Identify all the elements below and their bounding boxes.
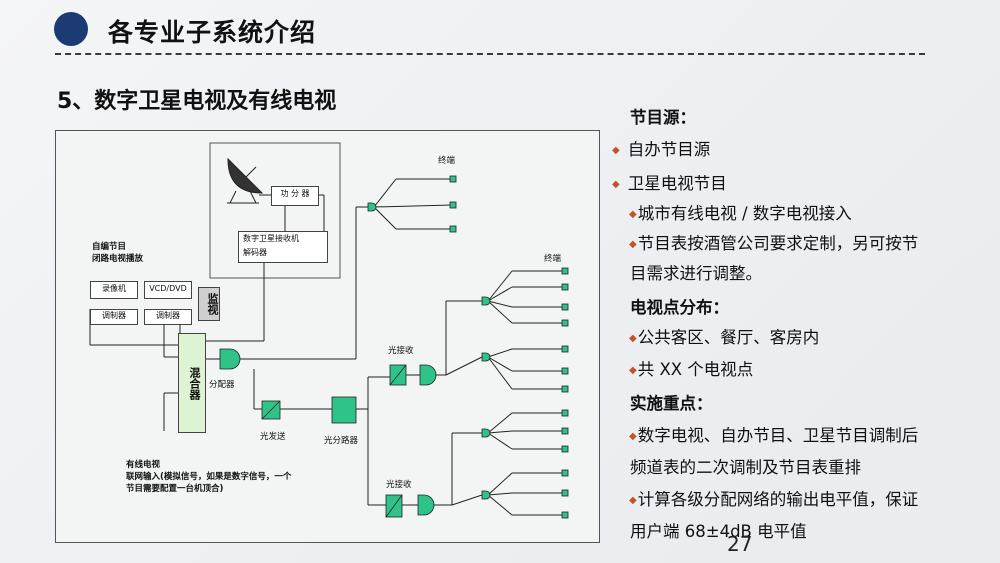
- optical-rx-label-2: 光接收: [386, 480, 412, 490]
- self-program-label-2: 闭路电视播放: [92, 254, 144, 264]
- distribution-item-text: 共 XX 个电视点: [637, 360, 754, 379]
- source-heading: 节目源：: [630, 108, 696, 127]
- terminal-right-label: 终端: [544, 254, 562, 264]
- distribution-item-2: ◆共 XX 个电视点: [629, 356, 753, 380]
- distribution-heading: 电视点分布：: [630, 298, 729, 317]
- section-title: 5、数字卫星电视及有线电视: [57, 89, 337, 114]
- bullet-icon: ◆: [629, 239, 637, 250]
- cable-label-1: 有线电视: [126, 460, 161, 470]
- optical-splitter-label: 光分路器: [324, 436, 359, 446]
- source-item-text: 城市有线电视 / 数字电视接入: [637, 204, 852, 223]
- implementation-item-text: 数字电视、自办节目、卫星节目调制后: [637, 426, 919, 445]
- implementation-item-1: ◆数字电视、自办节目、卫星节目调制后: [629, 422, 918, 446]
- bullet-icon: ◆: [629, 431, 637, 442]
- distribution-item-1: ◆公共客区、餐厅、客房内: [629, 324, 819, 348]
- source-item-1: ◆ 自办节目源: [612, 136, 710, 160]
- diagram-lines: [89, 142, 569, 519]
- power-splitter-box: 功 分 器: [271, 186, 319, 206]
- source-item-4: ◆节目表按酒管公司要求定制，另可按节: [629, 230, 918, 254]
- title-divider: [55, 53, 925, 55]
- terminal-top-label: 终端: [438, 156, 456, 166]
- vcd-dvd-box: VCD/DVD: [144, 281, 192, 299]
- bullet-icon: ◆: [629, 495, 637, 506]
- implementation-item-text: 计算各级分配网络的输出电平值，保证: [637, 490, 919, 509]
- cable-label-3: 节目需要配置一台机顶合): [126, 484, 224, 494]
- sat-receiver-label: 数字卫星接收机: [243, 234, 299, 243]
- title-dot: [54, 12, 88, 46]
- sat-receiver-box: 数字卫星接收机 解码器: [238, 231, 328, 263]
- bullet-icon: ◆: [612, 145, 620, 156]
- source-item-4-cont: 目需求进行调整。: [630, 264, 762, 283]
- cable-label-2: 联网输入(模拟信号，如果是数字信号，一个: [126, 472, 292, 482]
- optical-rx-label-1: 光接收: [388, 346, 414, 356]
- source-item-3: ◆城市有线电视 / 数字电视接入: [629, 200, 852, 224]
- implementation-item-2: ◆计算各级分配网络的输出电平值，保证: [629, 486, 918, 510]
- tv-system-diagram: 终端 终端 功 分 器 数字卫星接收机 解码器 自编节目 闭路电视播放 录像机 …: [55, 130, 600, 543]
- mixer-box: 混合器: [178, 333, 206, 433]
- source-item-text: 节目表按酒管公司要求定制，另可按节: [637, 234, 919, 253]
- implementation-item-1-cont: 频道表的二次调制及节目表重排: [630, 458, 861, 477]
- implementation-item-2-cont: 用户端 68±4dB 电平值: [630, 522, 807, 541]
- optical-tx-label: 光发送: [260, 432, 286, 442]
- monitor-box: 监视: [198, 287, 220, 321]
- decoder-label: 解码器: [243, 248, 267, 257]
- bullet-icon: ◆: [629, 333, 637, 344]
- bullet-icon: ◆: [612, 179, 620, 190]
- distribution-item-text: 公共客区、餐厅、客房内: [637, 328, 820, 347]
- recorder-box: 录像机: [90, 281, 138, 299]
- page-title: 各专业子系统介绍: [108, 18, 317, 47]
- source-item-text: 自办节目源: [627, 140, 711, 159]
- implementation-heading: 实施重点：: [630, 394, 713, 413]
- bullet-icon: ◆: [629, 365, 637, 376]
- modulator-box-2: 调制器: [144, 309, 192, 325]
- splitter-label: 分配器: [209, 380, 235, 390]
- modulator-box-1: 调制器: [90, 309, 138, 325]
- bullet-icon: ◆: [629, 209, 637, 220]
- page-number: 27: [727, 532, 753, 556]
- self-program-label-1: 自编节目: [92, 242, 127, 252]
- source-item-text: 卫星电视节目: [627, 174, 727, 193]
- source-item-2: ◆ 卫星电视节目: [612, 170, 727, 194]
